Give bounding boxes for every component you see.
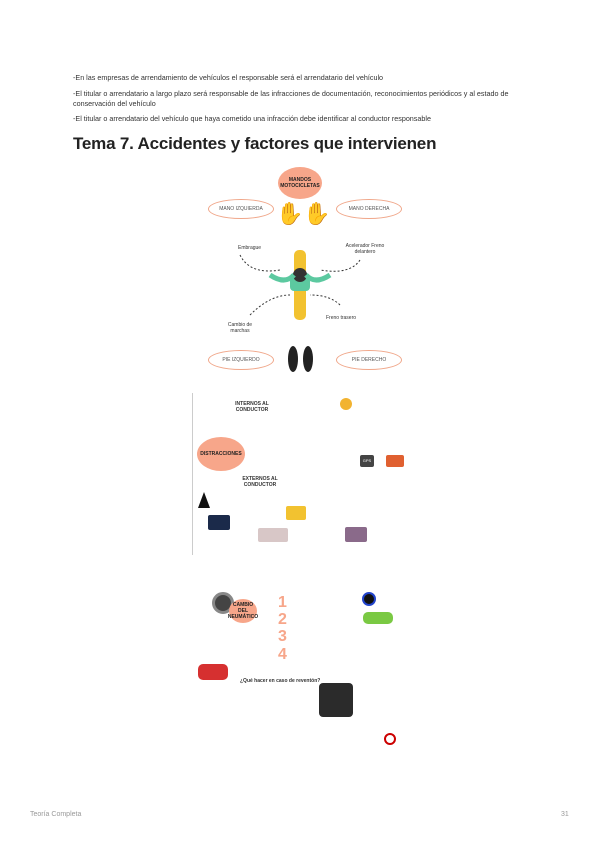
divider <box>192 393 193 555</box>
label-cambio: Cambio de marchas <box>227 322 253 334</box>
image <box>286 506 306 520</box>
image <box>340 398 352 410</box>
wheel-icon <box>362 592 376 606</box>
tire-photo <box>319 683 353 717</box>
image <box>386 455 404 467</box>
center-node: DISTRACCIONES <box>197 437 245 471</box>
oval-pie-izq: PIE IZQUIERDO <box>208 350 274 370</box>
center-node: MANDOS MOTOCICLETAS <box>278 167 322 199</box>
speed-sign-icon <box>384 733 396 745</box>
footer-title: Teoría Completa <box>30 811 82 818</box>
section-title: Tema 7. Accidentes y factores que interv… <box>73 134 437 153</box>
node-externos: EXTERNOS AL CONDUCTOR <box>242 476 278 488</box>
label-embrague: Embrague <box>238 245 262 251</box>
image <box>345 527 367 542</box>
label-freno-trasero: Freno trasero <box>326 315 357 321</box>
step-number: 1 <box>278 594 287 611</box>
step-number: 2 <box>278 611 287 628</box>
oval-mano-izq: MANO IZQUIERDA <box>208 199 274 219</box>
paragraph: -El titular o arrendatario del vehículo … <box>73 114 431 123</box>
foot-icon <box>288 346 298 372</box>
warning-shape <box>198 492 210 508</box>
node-internos: INTERNOS AL CONDUCTOR <box>235 401 269 413</box>
car-icon <box>198 664 228 680</box>
foot-icon <box>303 346 313 372</box>
question: ¿Qué hacer en caso de reventón? <box>240 678 321 684</box>
motorcycle-icon <box>239 250 361 320</box>
car-icon <box>363 612 393 624</box>
center-node: CAMBIO DEL NEUMÁTICO <box>228 599 258 623</box>
step-number: 3 <box>278 628 287 645</box>
paragraph: -En las empresas de arrendamiento de veh… <box>73 73 384 82</box>
step-number: 4 <box>278 646 287 663</box>
hands-icon: ✋✋ <box>276 201 331 226</box>
oval-mano-der: MANO DERECHA <box>336 199 402 219</box>
oval-pie-der: PIE DERECHO <box>336 350 402 370</box>
label-acelerador: Acelerador Freno delantero <box>345 243 385 255</box>
image <box>208 515 230 530</box>
image <box>258 528 288 542</box>
gps-icon: GPS <box>360 455 374 467</box>
page-number: 31 <box>561 811 569 818</box>
paragraph: -El titular o arrendatario a largo plazo… <box>73 89 509 108</box>
